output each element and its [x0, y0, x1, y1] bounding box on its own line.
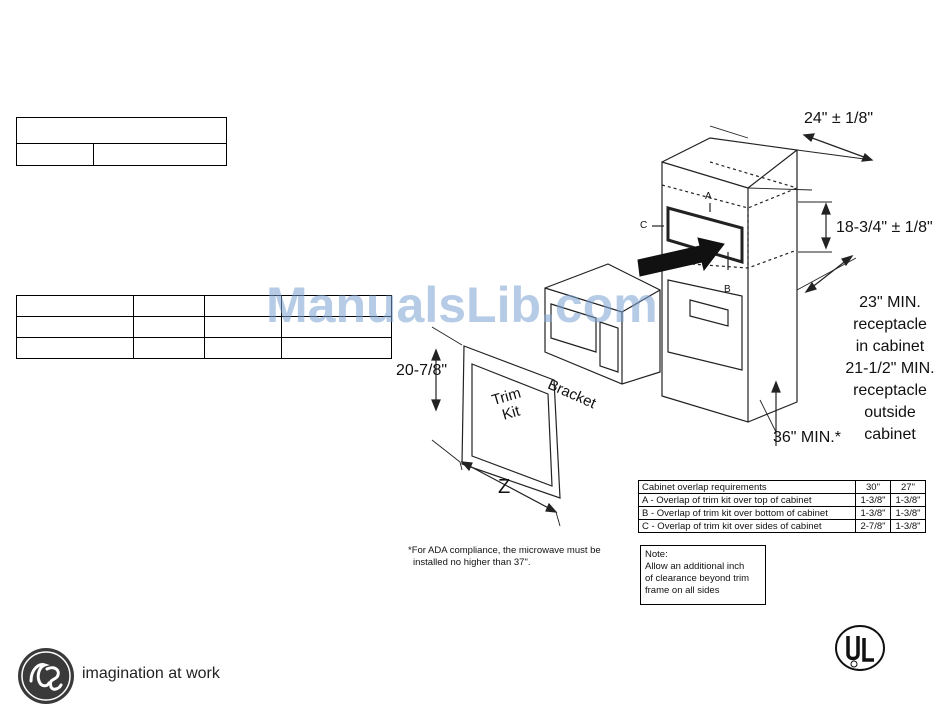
clearance-note: Note: Allow an additional inch of cleara… — [640, 545, 766, 605]
spec-table-top — [16, 117, 227, 166]
trim-kit-inner — [471, 363, 553, 487]
label-b: B — [724, 284, 731, 295]
spec-table-top-cell — [93, 143, 227, 166]
receptacle-line: receptacle — [853, 316, 927, 333]
overlap-header-label: Cabinet overlap requirements — [638, 480, 856, 494]
ada-line: *For ADA compliance, the microwave must … — [408, 545, 601, 556]
label-c: C — [640, 220, 648, 231]
extension-lines — [431, 125, 873, 527]
overlap-header-27: 27" — [890, 480, 926, 494]
overlap-table: Cabinet overlap requirements 30" 27" A -… — [638, 480, 926, 533]
ge-monogram-icon — [18, 648, 74, 704]
receptacle-line: outside — [864, 404, 916, 421]
trim-kit-outer — [461, 345, 561, 499]
opening-dashed — [661, 161, 798, 269]
overlap-row: B - Overlap of trim kit over bottom of c… — [638, 506, 926, 520]
overlap-row: A - Overlap of trim kit over top of cabi… — [638, 493, 926, 507]
overlap-row: C - Overlap of trim kit over sides of ca… — [638, 519, 926, 533]
microwave-panel — [599, 321, 619, 373]
overlap-row-30: 1-3/8" — [855, 493, 891, 507]
note-line: of clearance beyond trim — [645, 573, 750, 584]
dim-min-height-label: 36" MIN.* — [773, 429, 841, 446]
ada-line: installed no higher than 37". — [413, 557, 531, 568]
dim-width-label: 24" ± 1/8" — [804, 110, 874, 127]
insertion-arrow — [637, 237, 725, 277]
opening-frame — [666, 206, 744, 265]
overlap-row-27: 1-3/8" — [890, 519, 926, 533]
overlap-row-27: 1-3/8" — [890, 493, 926, 507]
label-a: A — [705, 191, 712, 202]
overlap-header-row: Cabinet overlap requirements 30" 27" — [638, 480, 926, 494]
spec-table-bottom — [16, 295, 392, 359]
lower-oven — [667, 279, 743, 371]
receptacle-note: 23" MIN. receptacle in cabinet 21-1/2" M… — [838, 292, 942, 446]
overlap-header-30: 30" — [855, 480, 891, 494]
tagline: imagination at work — [82, 665, 220, 682]
overlap-row-label: A - Overlap of trim kit over top of cabi… — [638, 493, 856, 507]
cabinet-top — [661, 137, 799, 189]
dim-height-label: 18-3/4" ± 1/8" — [836, 219, 933, 236]
receptacle-line: in cabinet — [855, 338, 925, 355]
dim-trim-width-label: Z — [498, 476, 511, 498]
receptacle-line: 21-1/2" MIN. — [845, 360, 935, 377]
overlap-row-label: C - Overlap of trim kit over sides of ca… — [638, 519, 856, 533]
dim-trim-height-label: 20-7/8" — [396, 362, 448, 379]
overlap-row-30: 1-3/8" — [855, 506, 891, 520]
overlap-row-27: 1-3/8" — [890, 506, 926, 520]
spec-table-bottom-cell — [281, 337, 392, 359]
ul-listed-icon — [835, 625, 885, 671]
overlap-row-30: 2-7/8" — [855, 519, 891, 533]
note-title: Note: — [645, 549, 668, 560]
ada-note: *For ADA compliance, the microwave must … — [408, 545, 601, 569]
receptacle-line: receptacle — [853, 382, 927, 399]
overlap-row-label: B - Overlap of trim kit over bottom of c… — [638, 506, 856, 520]
note-line: frame on all sides — [645, 585, 720, 596]
microwave-window — [550, 303, 597, 353]
watermark: ManualsLib.com — [266, 277, 658, 333]
microwave-body — [544, 263, 661, 385]
note-line: Allow an additional inch — [645, 561, 745, 572]
receptacle-line: cabinet — [864, 426, 916, 443]
receptacle-line: 23" MIN. — [859, 294, 921, 311]
cabinet-side — [747, 150, 798, 423]
